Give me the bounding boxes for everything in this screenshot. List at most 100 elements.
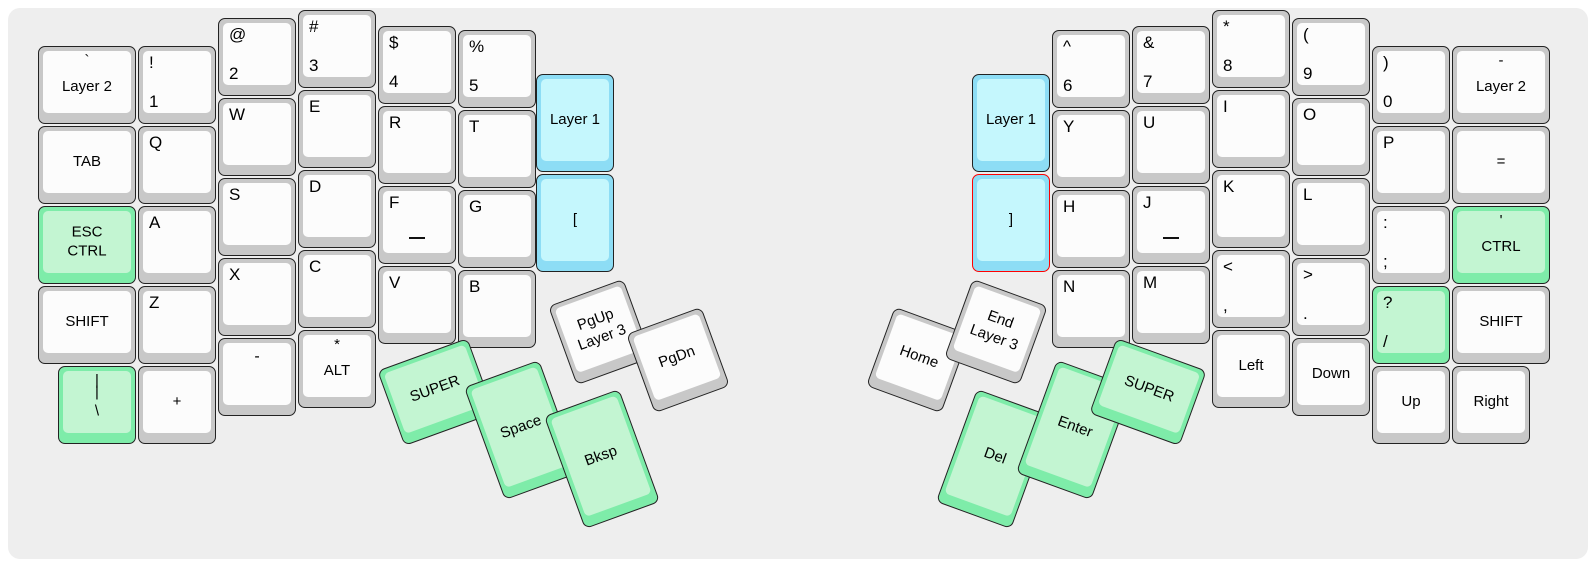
key-shift-right[interactable]: SHIFT <box>1452 286 1550 364</box>
key-a[interactable]: A <box>138 206 216 284</box>
key-v-cap: V <box>383 271 451 333</box>
key-bracket-right-cap: ] <box>977 179 1045 261</box>
key-k-legend-top: K <box>1223 177 1235 196</box>
key-end-layer3-legend-center: End Layer 3 <box>967 306 1021 354</box>
key-6[interactable]: ^6 <box>1052 30 1130 108</box>
key-minus-layer2[interactable]: -Layer 2 <box>1452 46 1550 124</box>
key-slash-cap: ?/ <box>1377 291 1445 353</box>
key-8[interactable]: *8 <box>1212 10 1290 88</box>
key-q-legend-top: Q <box>149 133 163 152</box>
key-esc-ctrl[interactable]: ESC CTRL <box>38 206 136 284</box>
key-l[interactable]: L <box>1292 178 1370 256</box>
key-period[interactable]: >. <box>1292 258 1370 336</box>
key-b[interactable]: B <box>458 270 536 348</box>
key-comma-cap: <, <box>1217 255 1285 317</box>
key-4-cap: $4 <box>383 31 451 93</box>
key-x[interactable]: X <box>218 258 296 336</box>
key-bracket-left[interactable]: [ <box>536 174 614 272</box>
key-down[interactable]: Down <box>1292 338 1370 416</box>
key-space-legend-center: Space <box>497 411 544 443</box>
key-m[interactable]: M <box>1132 266 1210 344</box>
key-c[interactable]: C <box>298 250 376 328</box>
key-layer1-right[interactable]: Layer 1 <box>972 74 1050 172</box>
key-z[interactable]: Z <box>138 286 216 364</box>
key-7[interactable]: &7 <box>1132 26 1210 104</box>
key-d-cap: D <box>303 175 371 237</box>
key-2-legend-top: @ <box>229 25 247 44</box>
key-r[interactable]: R <box>378 106 456 184</box>
key-right[interactable]: Right <box>1452 366 1530 444</box>
key-0[interactable]: )0 <box>1372 46 1450 124</box>
key-t-legend-top: T <box>469 117 480 136</box>
key-semicolon[interactable]: :; <box>1372 206 1450 284</box>
key-n-cap: N <box>1057 275 1125 337</box>
key-period-cap: >. <box>1297 263 1365 325</box>
key-p[interactable]: P <box>1372 126 1450 204</box>
key-t-cap: T <box>463 115 531 177</box>
key-pipe-backslash[interactable]: || \ <box>58 366 136 444</box>
key-tab[interactable]: TAB <box>38 126 136 204</box>
key-x-legend-top: X <box>229 265 241 284</box>
key-grave-layer2-cap: `Layer 2 <box>43 51 131 113</box>
key-equals[interactable]: = <box>1452 126 1550 204</box>
key-end-layer3-cap: End Layer 3 <box>952 285 1042 374</box>
key-w[interactable]: W <box>218 98 296 176</box>
key-f[interactable]: F <box>378 186 456 264</box>
key-up[interactable]: Up <box>1372 366 1450 444</box>
key-1[interactable]: !1 <box>138 46 216 124</box>
key-s[interactable]: S <box>218 178 296 256</box>
key-k[interactable]: K <box>1212 170 1290 248</box>
key-e[interactable]: E <box>298 90 376 168</box>
key-t[interactable]: T <box>458 110 536 188</box>
key-plus[interactable]: + <box>138 366 216 444</box>
key-4[interactable]: $4 <box>378 26 456 104</box>
key-2[interactable]: @2 <box>218 18 296 96</box>
key-7-legend-top: & <box>1143 33 1155 52</box>
key-left[interactable]: Left <box>1212 330 1290 408</box>
key-6-cap: ^6 <box>1057 35 1125 97</box>
key-f-legend-top: F <box>389 193 400 212</box>
key-i-legend-top: I <box>1223 97 1228 116</box>
key-quote-ctrl[interactable]: 'CTRL <box>1452 206 1550 284</box>
key-i[interactable]: I <box>1212 90 1290 168</box>
key-slash-legend-base: / <box>1383 332 1388 352</box>
key-slash[interactable]: ?/ <box>1372 286 1450 364</box>
key-3-legend-top: # <box>309 17 319 36</box>
key-home-legend-center: Home <box>897 341 941 372</box>
key-y-cap: Y <box>1057 115 1125 177</box>
key-n-legend-top: N <box>1063 277 1076 296</box>
key-x-cap: X <box>223 263 291 325</box>
key-r-cap: R <box>383 111 451 173</box>
key-comma[interactable]: <, <box>1212 250 1290 328</box>
key-g[interactable]: G <box>458 190 536 268</box>
key-grave-layer2[interactable]: `Layer 2 <box>38 46 136 124</box>
key-minus-layer2-cap: -Layer 2 <box>1457 51 1545 113</box>
key-n[interactable]: N <box>1052 270 1130 348</box>
key-0-legend-top: ) <box>1383 53 1389 72</box>
key-u[interactable]: U <box>1132 106 1210 184</box>
key-minus[interactable]: - <box>218 338 296 416</box>
key-h[interactable]: H <box>1052 190 1130 268</box>
key-j-legend-top: J <box>1143 193 1152 212</box>
key-layer1-left[interactable]: Layer 1 <box>536 74 614 172</box>
key-v[interactable]: V <box>378 266 456 344</box>
key-3[interactable]: #3 <box>298 10 376 88</box>
key-9[interactable]: (9 <box>1292 18 1370 96</box>
key-shift[interactable]: SHIFT <box>38 286 136 364</box>
key-q[interactable]: Q <box>138 126 216 204</box>
key-a-cap: A <box>143 211 211 273</box>
key-5[interactable]: %5 <box>458 30 536 108</box>
key-alt[interactable]: *ALT <box>298 330 376 408</box>
key-d[interactable]: D <box>298 170 376 248</box>
key-j[interactable]: J <box>1132 186 1210 264</box>
key-o[interactable]: O <box>1292 98 1370 176</box>
key-j-homing-bar <box>1163 237 1179 239</box>
key-4-legend-base: 4 <box>389 72 399 92</box>
key-o-cap: O <box>1297 103 1365 165</box>
key-y[interactable]: Y <box>1052 110 1130 188</box>
key-bracket-left-cap: [ <box>541 179 609 261</box>
key-quote-ctrl-legend-shifted: ' <box>1499 212 1503 229</box>
key-slash-legend-top: ? <box>1383 293 1393 312</box>
key-bracket-right[interactable]: ] <box>972 174 1050 272</box>
